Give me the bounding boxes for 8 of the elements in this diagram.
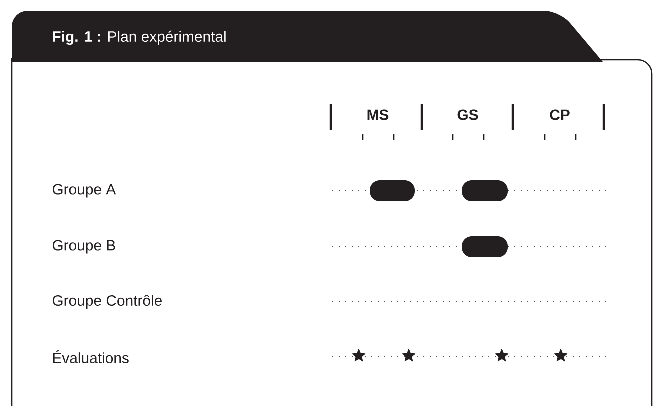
column-label: CP — [550, 110, 570, 120]
title-tab: Fig. 1 : Plan expérimental — [12, 11, 603, 62]
row-label: Groupe B — [52, 240, 116, 254]
column-label: MS — [368, 110, 389, 120]
row-label: Groupe A — [52, 184, 116, 198]
row-label: Groupe Contrôle — [52, 295, 162, 309]
column-label: GS — [458, 110, 478, 120]
row-label: Évaluations — [53, 350, 129, 364]
